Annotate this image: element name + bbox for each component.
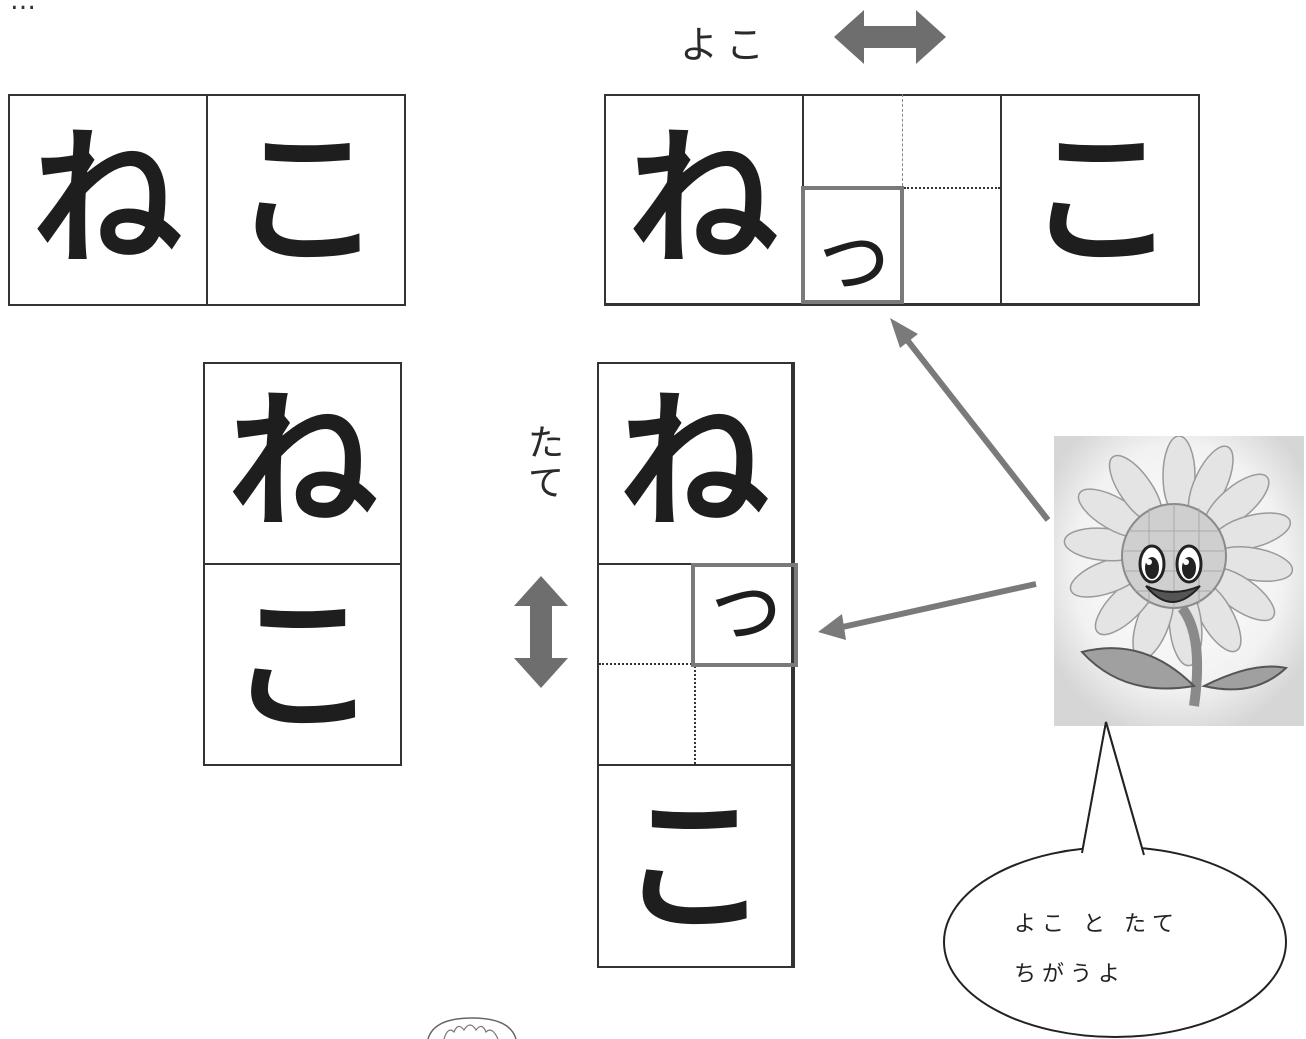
speech-bubble	[940, 720, 1292, 1039]
speech-bubble-line2: ちがうよ	[1014, 956, 1126, 988]
arrow-to-horizontal-tsu-icon	[890, 318, 1048, 520]
sunflower-mascot-icon	[1054, 436, 1304, 726]
arrow-to-vertical-tsu-icon	[818, 584, 1036, 640]
flower-stamp-icon	[424, 1016, 520, 1039]
speech-bubble-line1: よこ と たて	[1014, 906, 1180, 938]
